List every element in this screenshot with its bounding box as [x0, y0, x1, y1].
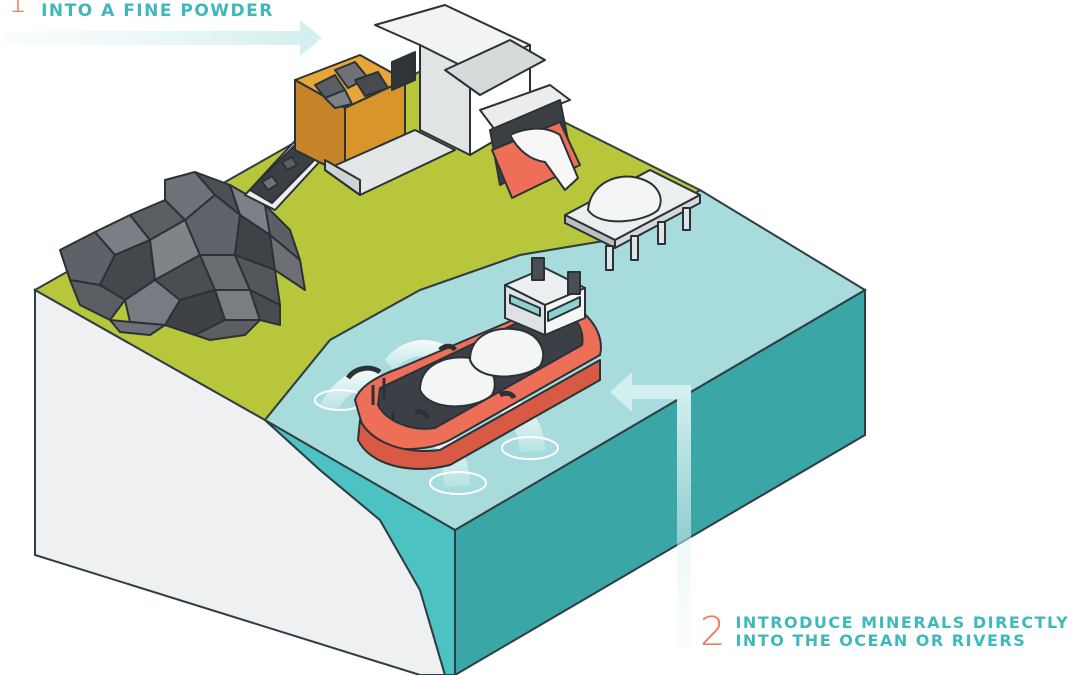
crusher-machine: [244, 4, 581, 211]
step-1-text: INTO A FINE POWDER: [41, 1, 274, 21]
water-front-face: [264, 419, 456, 675]
powder-dock: [564, 169, 701, 271]
step-2-text-line2: INTO THE OCEAN OR RIVERS: [735, 631, 1027, 650]
ship: [314, 257, 602, 495]
step-2-number: 2: [700, 609, 726, 655]
step2-arrow: [610, 372, 691, 648]
step-2-label: 2 INTRODUCE MINERALS DIRECTLY INTO THE O…: [700, 612, 1069, 652]
spray-left-mid: [385, 340, 445, 372]
step-2-text-line1: INTRODUCE MINERALS DIRECTLY: [735, 613, 1070, 632]
step-2-text: INTRODUCE MINERALS DIRECTLY INTO THE OCE…: [735, 612, 1069, 650]
step-1-number: 1: [8, 0, 28, 20]
step-1-label: 1 INTO A FINE POWDER: [8, 0, 274, 20]
rock-pile: [59, 171, 306, 341]
step1-arrow: [5, 20, 322, 56]
